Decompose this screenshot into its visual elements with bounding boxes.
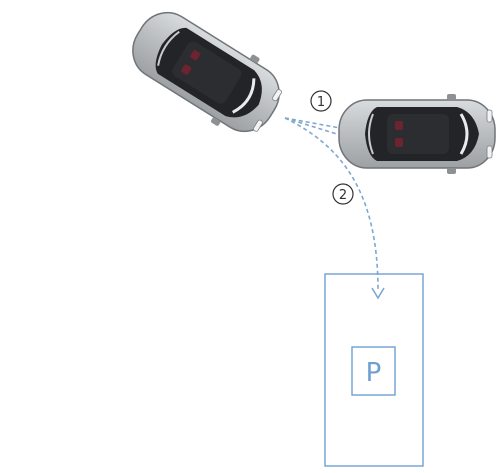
- car-moved-icon: [337, 92, 497, 176]
- step-1-label: 1: [317, 95, 325, 110]
- step-2-label: 2: [339, 188, 347, 203]
- car-original-icon: [117, 0, 295, 149]
- step-2-marker: 2: [332, 183, 354, 205]
- step-1-marker: 1: [310, 90, 332, 112]
- arrow-down-icon: [371, 287, 385, 300]
- parking-sign: [351, 346, 396, 396]
- parking-space: [324, 273, 424, 467]
- path-step-1: [284, 117, 341, 129]
- parking-sign-label: P: [366, 358, 382, 388]
- path-step-2: [284, 117, 379, 291]
- path-step-1-b: [284, 117, 341, 136]
